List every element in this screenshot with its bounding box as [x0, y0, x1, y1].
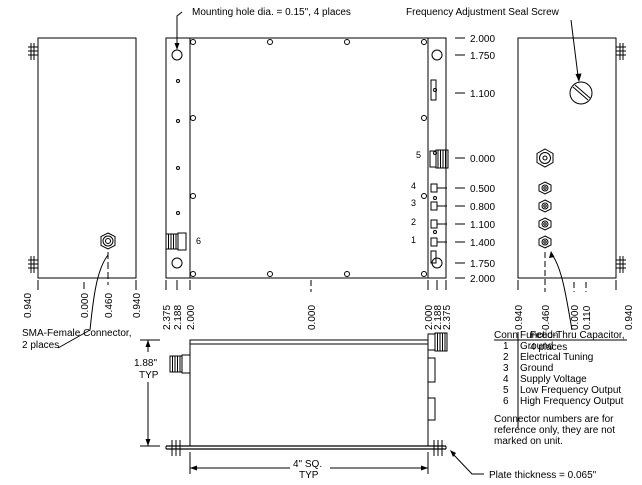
feed-thru-capacitors	[538, 181, 552, 249]
table-note-line3: marked on unit.	[494, 436, 563, 447]
seal-screw	[569, 81, 593, 105]
left-dim-2: 0.460	[104, 293, 115, 318]
table-row-function: Ground	[520, 341, 553, 352]
mounting-hole-bottom-left	[171, 257, 183, 269]
mounting-hole-top-left	[171, 49, 183, 61]
sma-connector-label-line1: SMA-Female Connector,	[22, 328, 132, 339]
right-dim-4: 0.500	[470, 184, 495, 195]
right-dim-8: 1.750	[470, 259, 495, 270]
table-note-line1: Connector numbers are for	[494, 414, 614, 425]
height-typ: TYP	[139, 370, 159, 381]
right-dim-3: 0.000	[470, 154, 495, 165]
center-top-view	[165, 11, 449, 292]
width-typ: TYP	[299, 470, 319, 481]
table-row-conn: 3	[503, 363, 509, 374]
right-dim-0: 2.000	[470, 34, 495, 45]
center-dim-3: 0.000	[307, 305, 318, 330]
mounting-hole-top-right	[431, 49, 443, 61]
table-row-function: Supply Voltage	[520, 374, 587, 385]
right-dimension-ticks	[455, 37, 465, 279]
connector-5-sma	[429, 149, 449, 169]
right-dim-6: 1.100	[470, 220, 495, 231]
table-row-conn: 2	[503, 352, 509, 363]
left-dim-0: 0.940	[23, 293, 34, 318]
sma-connector-label-line2: 2 places	[22, 340, 59, 351]
sma-connector-right	[536, 148, 554, 168]
left-dim-3: 0.940	[132, 293, 143, 318]
table-row-conn: 6	[503, 396, 509, 407]
connector-table	[494, 332, 627, 428]
table-row-function: Low Frequency Output	[520, 385, 621, 396]
right-view-dim-3: 0.110	[582, 305, 593, 330]
seal-screw-callout: Frequency Adjustment Seal Screw	[406, 7, 560, 18]
feed-thru-pins	[430, 183, 447, 247]
center-dim-4: 2.000	[424, 305, 435, 330]
connector-label-5: 5	[416, 150, 421, 160]
right-side-view	[517, 19, 626, 331]
right-dim-9: 2.000	[470, 274, 495, 285]
connector-label-4: 4	[411, 181, 416, 191]
front-connector-right	[427, 332, 448, 421]
right-dim-7: 1.400	[470, 238, 495, 249]
feed-thru-label-line2: 4 places	[530, 342, 567, 353]
table-row-conn: 1	[503, 341, 509, 352]
table-header-function: Function	[520, 330, 558, 341]
front-connector-left	[169, 354, 191, 374]
connector-label-3: 3	[411, 198, 416, 208]
right-view-dim-1: 0.460	[541, 305, 552, 330]
center-dim-1: 2.188	[173, 305, 184, 330]
center-dim-2: 2.000	[186, 305, 197, 330]
connector-label-6: 6	[196, 236, 201, 246]
right-view-dim-0: 0.940	[514, 305, 525, 330]
plate-thickness-callout: Plate thickness = 0.065"	[489, 470, 597, 481]
right-dim-1: 1.750	[470, 51, 495, 62]
right-dim-5: 0.800	[470, 202, 495, 213]
height-value: 1.88"	[134, 358, 157, 369]
table-header-conn: Conn	[494, 330, 518, 341]
right-view-dim-2: 0.000	[570, 305, 581, 330]
right-dim-2: 1.100	[470, 89, 495, 100]
table-note-line2: reference only, they are not	[494, 425, 615, 436]
connector-label-1: 1	[411, 235, 416, 245]
connector-6-sma	[165, 232, 187, 251]
table-row-function: High Frequency Output	[520, 396, 624, 407]
table-row-function: Electrical Tuning	[520, 352, 593, 363]
left-side-view	[28, 37, 137, 349]
table-row-conn: 4	[503, 374, 509, 385]
right-view-dim-4: 0.940	[624, 305, 635, 330]
width-value: 4" SQ.	[293, 459, 322, 470]
mounting-hole-callout: Mounting hole dia. = 0.15", 4 places	[192, 7, 351, 18]
connector-label-2: 2	[411, 217, 416, 227]
bottom-front-view	[140, 332, 484, 475]
sma-connector-left	[100, 232, 116, 250]
center-dim-6: 2.375	[442, 305, 453, 330]
left-dim-1: 0.000	[80, 293, 91, 318]
screws	[190, 39, 427, 277]
center-dim-0: 2.375	[162, 305, 173, 330]
table-row-function: Ground	[520, 363, 553, 374]
table-row-conn: 5	[503, 385, 509, 396]
feed-thru-label-line1: Feed-Thru Capacitor,	[530, 330, 625, 341]
center-dim-5: 2.188	[433, 305, 444, 330]
